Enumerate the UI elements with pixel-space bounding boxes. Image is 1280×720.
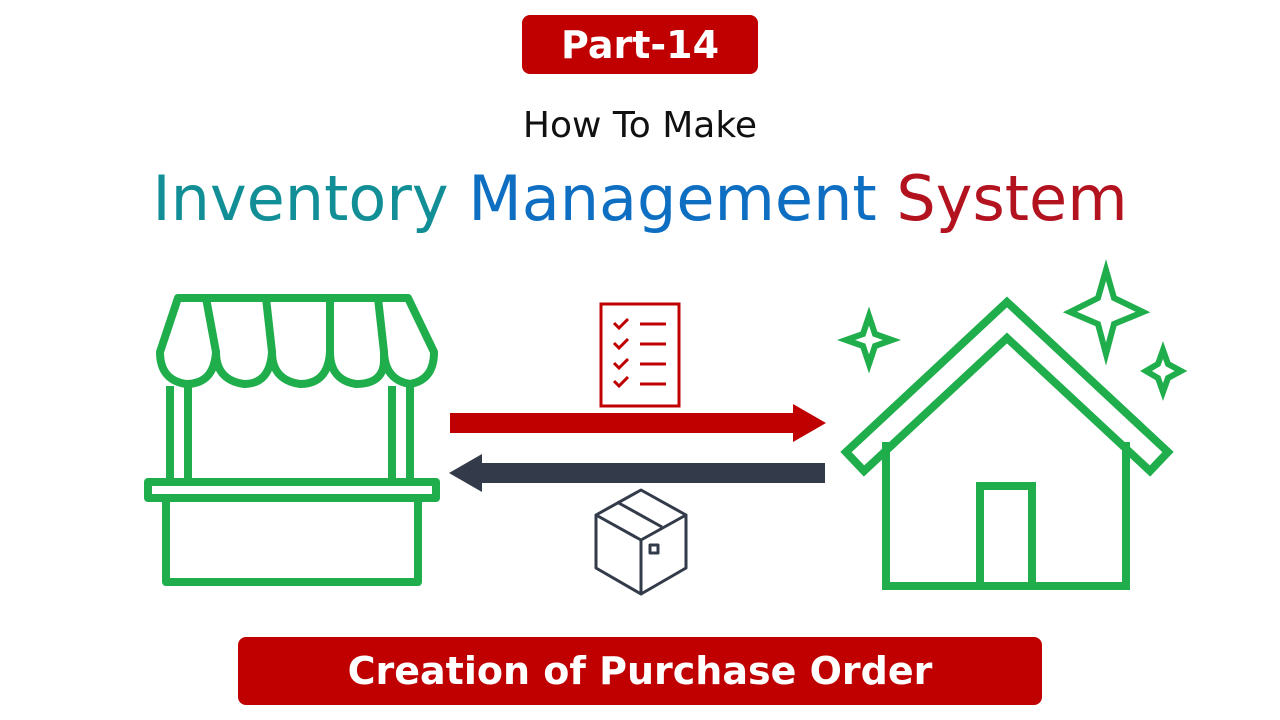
package-box-icon <box>594 488 688 596</box>
sparkle-icons <box>836 259 1188 401</box>
sparkle-tiny-icon <box>1140 341 1188 401</box>
bottom-banner-label: Creation of Purchase Order <box>347 649 933 693</box>
sparkle-large-icon <box>1062 259 1151 366</box>
arrow-right <box>450 404 826 442</box>
title-word-inventory: Inventory <box>152 162 449 235</box>
title-word-system: System <box>896 162 1128 235</box>
arrow-left <box>449 454 825 492</box>
bottom-banner: Creation of Purchase Order <box>238 637 1042 705</box>
house-icon <box>840 296 1174 590</box>
subtitle: How To Make <box>522 105 758 146</box>
part-badge-label: Part-14 <box>560 22 720 67</box>
part-badge: Part-14 <box>522 15 758 74</box>
store-stall-icon <box>144 294 440 586</box>
checklist-document-icon <box>599 302 681 408</box>
title-word-management: Management <box>468 162 877 235</box>
sparkle-small-icon <box>836 306 902 374</box>
page-title: Inventory Management System <box>0 162 1280 235</box>
